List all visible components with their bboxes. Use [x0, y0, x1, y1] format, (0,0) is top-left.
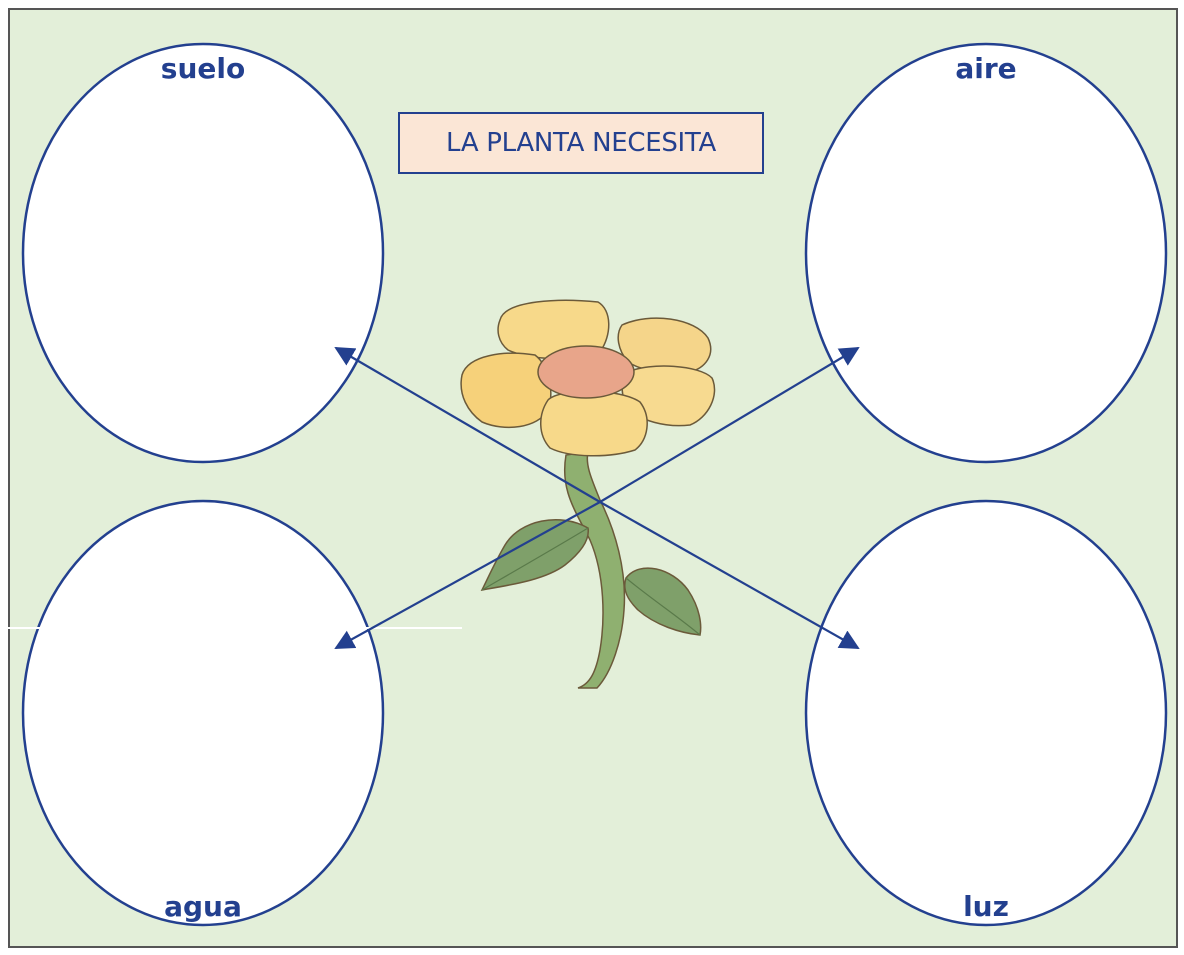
flower-center — [537, 345, 635, 399]
flower-stem — [564, 451, 626, 689]
arrow-to-luz — [599, 501, 860, 649]
flower-illustration — [460, 299, 716, 689]
petal-bottom — [540, 390, 648, 457]
label-suelo: suelo — [160, 52, 246, 85]
label-aire: aire — [955, 52, 1017, 85]
arrow-to-agua — [334, 501, 601, 649]
arrow-to-aire — [599, 346, 860, 503]
leaf-right — [624, 567, 702, 636]
circle-luz[interactable] — [804, 499, 1168, 927]
label-luz: luz — [963, 890, 1009, 923]
page-title: LA PLANTA NECESITA — [446, 128, 716, 158]
petal-left — [460, 352, 552, 429]
arrow-to-suelo — [334, 347, 601, 503]
circle-agua[interactable] — [21, 499, 385, 927]
circle-suelo[interactable] — [21, 42, 385, 464]
label-agua: agua — [164, 890, 242, 923]
circle-aire[interactable] — [804, 42, 1168, 464]
title-box: LA PLANTA NECESITA — [398, 112, 764, 174]
leaf-left — [480, 518, 589, 592]
